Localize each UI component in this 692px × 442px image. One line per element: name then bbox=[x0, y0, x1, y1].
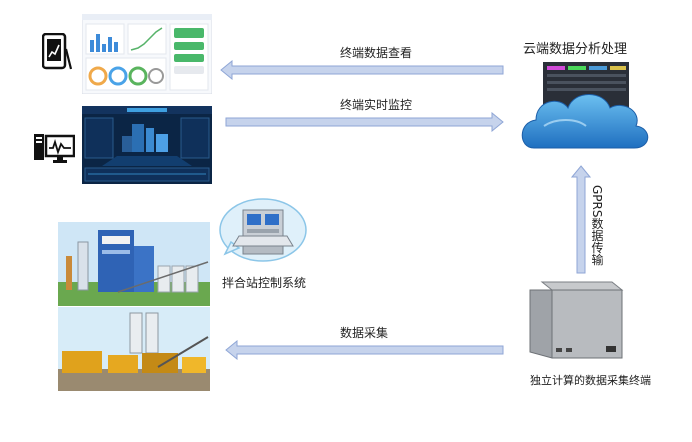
label-gprs: GPRS数据传输 bbox=[590, 185, 604, 266]
label-collector: 独立计算的数据采集终端 bbox=[530, 374, 651, 387]
collector-box-icon bbox=[529, 281, 624, 359]
dashboard-screenshot bbox=[82, 14, 212, 94]
arrow-terminal-view bbox=[220, 60, 504, 80]
arrow-data-collect bbox=[225, 340, 504, 360]
plant-photo-bottom bbox=[58, 307, 210, 391]
arrow-gprs bbox=[571, 165, 591, 274]
monitor-waveform-icon bbox=[34, 134, 75, 163]
label-terminal-monitor: 终端实时监控 bbox=[340, 98, 413, 112]
label-cloud: 云端数据分析处理 bbox=[523, 42, 628, 57]
monitor-screenshot bbox=[82, 106, 212, 184]
tablet-chart-icon bbox=[42, 33, 72, 70]
label-terminal-view: 终端数据查看 bbox=[340, 46, 413, 60]
arrow-terminal-monitor bbox=[225, 112, 504, 132]
label-control-system: 拌合站控制系统 bbox=[222, 276, 307, 290]
control-console-icon bbox=[219, 198, 307, 262]
server-cloud-icon bbox=[521, 62, 649, 149]
label-data-collect: 数据采集 bbox=[340, 326, 389, 340]
plant-photo-top bbox=[58, 222, 210, 306]
